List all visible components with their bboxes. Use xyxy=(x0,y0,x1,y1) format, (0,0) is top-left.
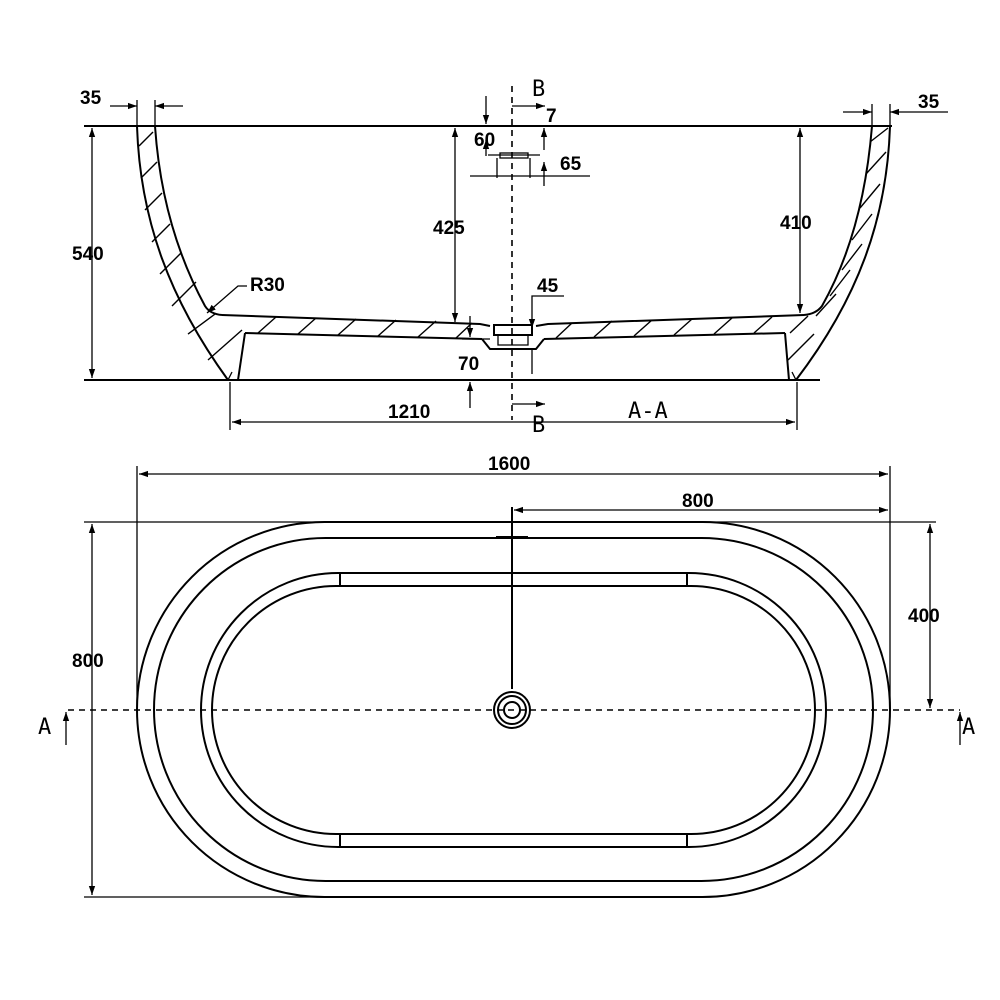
dim-drain-70: 70 xyxy=(458,354,479,375)
dim-depth-425: 425 xyxy=(433,218,465,239)
dim-half-length-800: 800 xyxy=(682,491,714,512)
plan-view: A A 1600 800 800 400 xyxy=(38,454,975,898)
dim-depth-410: 410 xyxy=(780,213,812,234)
section-label: A-A xyxy=(628,399,668,424)
drain-body xyxy=(481,338,545,350)
dim-drain-45: 45 xyxy=(537,276,559,297)
inner-shell-left xyxy=(154,125,223,316)
cut-mark-b-bottom: B xyxy=(532,413,545,438)
bottom-underside xyxy=(244,332,786,340)
dim-rim-left: 35 xyxy=(80,88,102,109)
cut-mark-b-top: B xyxy=(532,77,545,102)
base-skirt xyxy=(237,332,790,381)
cut-mark-a-left: A xyxy=(38,715,51,740)
inner-shell-right xyxy=(803,125,873,316)
dim-half-width-400: 400 xyxy=(908,606,940,627)
dim-base-1210: 1210 xyxy=(388,402,430,423)
section-view: B B 35 35 540 425 410 7 60 xyxy=(72,77,948,438)
dim-rim-right: 35 xyxy=(918,92,940,113)
dim-width-800: 800 xyxy=(72,651,104,672)
dim-overflow-65: 65 xyxy=(560,154,582,175)
outer-shell-right xyxy=(795,125,891,381)
dim-height-540: 540 xyxy=(72,244,104,265)
section-hatching xyxy=(138,127,889,361)
inner-bottom xyxy=(221,314,805,327)
dim-radius-r30: R30 xyxy=(250,275,285,296)
dim-overflow-60: 60 xyxy=(474,130,495,151)
drain-flange xyxy=(493,324,533,336)
dim-length-1600: 1600 xyxy=(488,454,530,475)
cut-mark-a-right: A xyxy=(962,715,975,740)
dim-overflow-7: 7 xyxy=(546,106,557,127)
outer-shell-left xyxy=(136,125,229,381)
